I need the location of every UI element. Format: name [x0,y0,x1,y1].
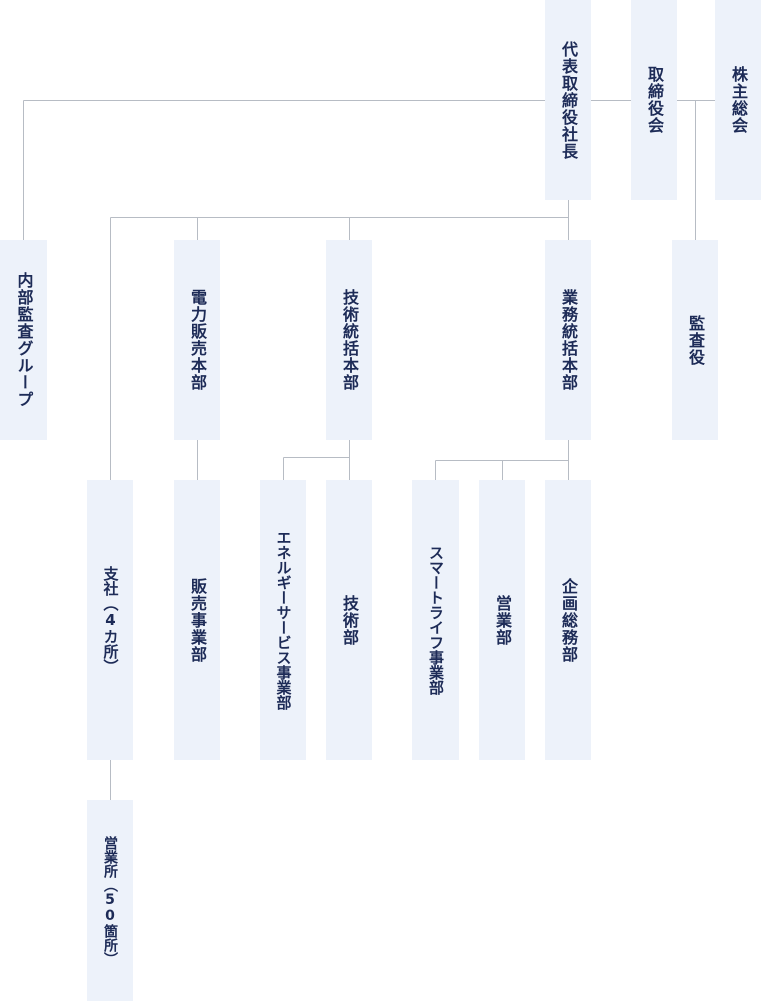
planning-dept-box: 企画総務部 [545,480,591,760]
power-sales-hq-label: 電力販売本部 [188,289,207,391]
power-sales-hq-box: 電力販売本部 [174,240,220,440]
technology-hq-box: 技術統括本部 [326,240,372,440]
president-label: 代表取締役社長 [559,40,578,160]
sales-dept-label: 営業部 [493,594,512,646]
power-sales-dept-label: 販売事業部 [188,577,207,663]
energy-service-dept-label: エネルギーサービス事業部 [274,530,293,710]
business-hq-label: 業務統括本部 [559,289,578,391]
sales-dept-box: 営業部 [479,480,525,760]
technology-dept-box: 技術部 [326,480,372,760]
sales-offices-box: 営業所（50箇所） [87,800,133,1001]
board-label: 取締役会 [645,66,664,134]
internal-audit-label: 内部監査グループ [14,272,34,408]
energy-service-dept-box: エネルギーサービス事業部 [260,480,306,760]
technology-dept-label: 技術部 [340,594,359,646]
power-sales-dept-box: 販売事業部 [174,480,220,760]
auditors-box: 監査役 [672,240,718,440]
internal-audit-box: 内部監査グループ [0,240,47,440]
shareholders-meeting-box: 株主総会 [715,0,761,200]
technology-hq-label: 技術統括本部 [340,289,359,391]
auditors-label: 監査役 [686,314,705,366]
board-box: 取締役会 [631,0,677,200]
president-box: 代表取締役社長 [545,0,591,200]
branches-label: 支社（4カ所） [101,566,120,674]
smart-life-dept-label: スマートライフ事業部 [427,545,445,695]
business-hq-box: 業務統括本部 [545,240,591,440]
planning-dept-label: 企画総務部 [559,577,578,663]
sales-offices-label: 営業所（50箇所） [102,835,118,966]
branches-box: 支社（4カ所） [87,480,133,760]
shareholders-meeting-label: 株主総会 [729,66,748,134]
smart-life-dept-box: スマートライフ事業部 [412,480,459,760]
